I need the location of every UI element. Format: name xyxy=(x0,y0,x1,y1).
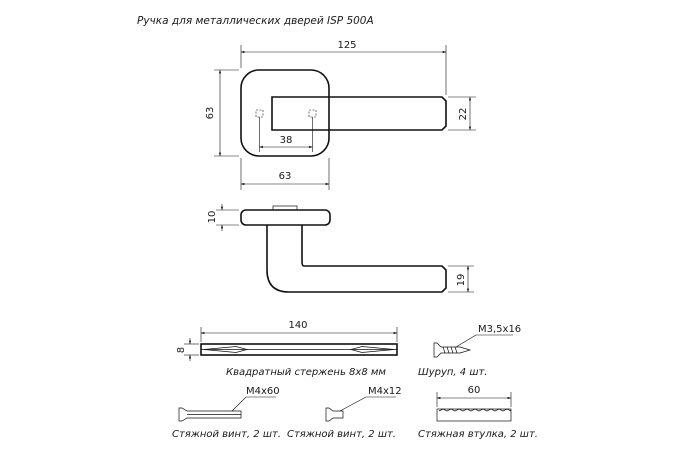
screw-caption: Шуруп, 4 шт. xyxy=(418,367,487,378)
dim-hole-spacing: 38 xyxy=(280,135,293,146)
part-screw: М3,5х16 Шуруп, 4 шт. xyxy=(418,324,521,378)
rosette-top-lip xyxy=(272,205,298,211)
mount-hole-left xyxy=(255,109,264,118)
sleeve-length-label: 60 xyxy=(468,385,481,396)
top-view: 10 19 xyxy=(207,204,474,293)
rod-caption: Квадратный стержень 8х8 мм xyxy=(226,367,386,378)
bolt-short-outline xyxy=(325,407,344,422)
dim-width-rosette: 63 xyxy=(279,171,292,182)
dim-height-rosette: 63 xyxy=(205,107,216,120)
sleeve-caption: Стяжная втулка, 2 шт. xyxy=(418,429,538,440)
bolt-long-caption: Стяжной винт, 2 шт. xyxy=(172,429,281,440)
screw-spec: М3,5х16 xyxy=(478,324,521,335)
dim-lever-thickness: 22 xyxy=(458,108,469,121)
rosette-outline xyxy=(240,69,330,157)
mount-hole-right xyxy=(308,109,317,118)
sleeve-outline xyxy=(436,408,512,422)
part-sleeve: 60 Стяжная втулка, 2 шт. xyxy=(418,385,538,440)
part-square-rod: 140 8 Квадратный стержень 8х8 мм xyxy=(176,320,398,378)
bolt-long-spec: М4х60 xyxy=(246,386,280,397)
front-view: 125 63 22 38 63 xyxy=(205,40,476,190)
rod-length-label: 140 xyxy=(288,320,307,331)
bolt-long-outline xyxy=(178,407,242,422)
drawing-title: Ручка для металлических дверей ISP 500A xyxy=(137,15,374,27)
dim-rosette-depth: 10 xyxy=(207,211,218,224)
dim-lever-profile: 19 xyxy=(456,274,467,287)
rod-size-label: 8 xyxy=(176,347,187,353)
screw-outline xyxy=(433,342,472,358)
lever-outline xyxy=(271,96,447,131)
part-bolt-long: М4х60 Стяжной винт, 2 шт. xyxy=(172,386,281,440)
part-bolt-short: М4х12 Стяжной винт, 2 шт. xyxy=(287,386,402,440)
bolt-short-spec: М4х12 xyxy=(368,386,402,397)
dim-width-total: 125 xyxy=(337,40,356,51)
bolt-short-caption: Стяжной винт, 2 шт. xyxy=(287,429,396,440)
lever-side-outline xyxy=(266,225,447,293)
rosette-side xyxy=(240,209,331,226)
